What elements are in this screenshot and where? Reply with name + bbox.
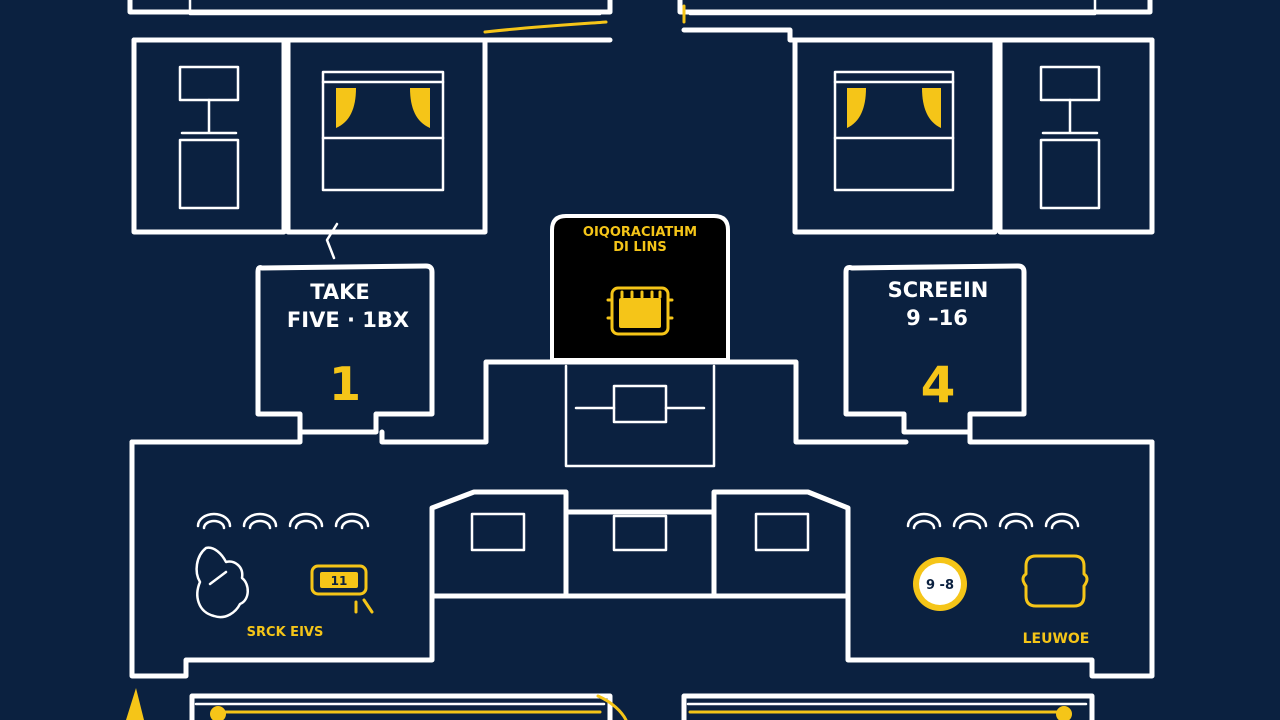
room-right-lounge-line2: 9 –16: [906, 306, 968, 330]
monitor-icon: [1039, 65, 1101, 210]
room-left-lounge-line1: TAKE: [310, 280, 370, 304]
badge-text: 9 ‑8: [926, 578, 954, 593]
room-left-lounge: TAKE FIVE · 1BX 1: [255, 263, 435, 435]
badge: 9 ‑8: [913, 557, 967, 611]
headset-icon: [1021, 554, 1089, 608]
left-caption: SRCK EIVS: [247, 625, 324, 640]
room-upper-right: [681, 27, 1155, 235]
lower-hall: [129, 439, 1155, 679]
center-feature-panel: OIQORACIATHM DI LINS: [550, 214, 730, 362]
door-marker: [325, 222, 339, 260]
room-left-lounge-line2: FIVE · 1BX: [287, 308, 409, 332]
center-feature-line2: DI LINS: [613, 240, 667, 255]
cloud-icon: [195, 546, 249, 619]
bottom-corridor-right: [681, 693, 1095, 720]
center-feature-line1: OIQORACIATHM: [583, 225, 697, 240]
right-caption: LEUWOE: [1023, 631, 1090, 647]
room-right-lounge: SCREEIN 9 –16 4: [843, 263, 1027, 435]
room-right-lounge-line1: SCREEIN: [888, 278, 989, 302]
bed-icon: [321, 70, 445, 192]
room-upper-left: [131, 37, 613, 235]
bed-icon: [833, 70, 955, 192]
center-pedestal: [129, 359, 1155, 468]
sensor-icon: [906, 512, 1080, 530]
screen-icon: [606, 286, 674, 336]
top-corridor-left: [127, 0, 613, 34]
sensor-icon: [196, 512, 370, 530]
sign-digits: 11: [331, 574, 348, 588]
top-corridor-right: [677, 0, 1153, 24]
bottom-corridor-left: [126, 688, 628, 720]
sign-panel: 11: [310, 564, 374, 614]
room-right-lounge-number: 4: [921, 356, 956, 414]
room-left-lounge-number: 1: [329, 357, 361, 411]
monitor-icon: [178, 65, 240, 210]
